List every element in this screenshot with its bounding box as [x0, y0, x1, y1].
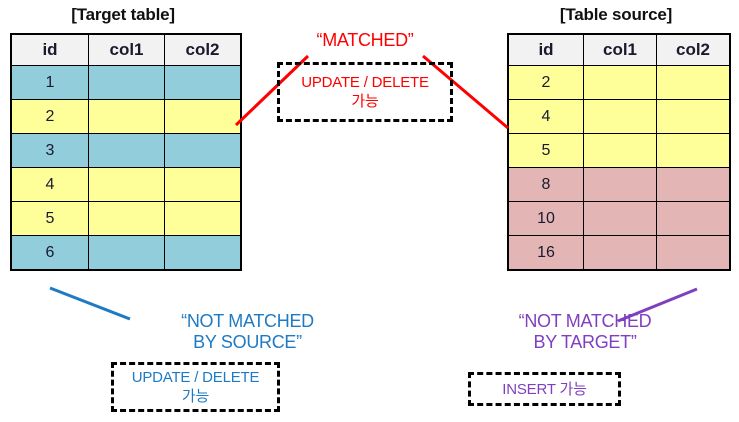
table-row: 6 — [10, 235, 242, 271]
cell-col1 — [583, 99, 657, 134]
cell-id: 10 — [507, 201, 584, 236]
table-row: 2 — [10, 99, 242, 134]
cell-id: 4 — [507, 99, 584, 134]
cell-col2 — [164, 99, 242, 134]
cell-id: 3 — [10, 133, 89, 168]
cell-id: 1 — [10, 65, 89, 100]
column-header-col2: col2 — [164, 33, 242, 66]
cell-col1 — [583, 65, 657, 100]
matched-action-box: UPDATE / DELETE 가능 — [277, 62, 453, 122]
cell-col1 — [88, 201, 165, 236]
cell-id: 2 — [10, 99, 89, 134]
table-row: 4 — [507, 99, 731, 134]
cell-id: 2 — [507, 65, 584, 100]
cell-col1 — [583, 201, 657, 236]
table-header-row: id col1 col2 — [10, 33, 242, 66]
cell-col2 — [656, 201, 731, 236]
cell-col2 — [164, 133, 242, 168]
cell-col2 — [656, 99, 731, 134]
cell-col2 — [656, 235, 731, 271]
matched-label: “MATCHED” — [316, 30, 414, 50]
table-row: 16 — [507, 235, 731, 271]
cell-col2 — [164, 235, 242, 271]
column-header-col1: col1 — [88, 33, 165, 66]
cell-id: 5 — [10, 201, 89, 236]
cell-col1 — [583, 167, 657, 202]
table-row: 4 — [10, 167, 242, 202]
cell-col1 — [88, 167, 165, 202]
cell-id: 5 — [507, 133, 584, 168]
column-header-id: id — [507, 33, 584, 66]
column-header-col2: col2 — [656, 33, 731, 66]
cell-col2 — [164, 201, 242, 236]
table-row: 5 — [507, 133, 731, 168]
cell-id: 16 — [507, 235, 584, 271]
cell-col2 — [656, 167, 731, 202]
cell-col2 — [656, 133, 731, 168]
cell-col1 — [88, 99, 165, 134]
cell-col1 — [583, 235, 657, 271]
table-row: 8 — [507, 167, 731, 202]
not-matched-by-target-label: “NOT MATCHED BY TARGET” — [518, 311, 652, 352]
source-table-title: [Table source] — [559, 5, 673, 24]
column-header-id: id — [10, 33, 89, 66]
column-header-col1: col1 — [583, 33, 657, 66]
table-row: 2 — [507, 65, 731, 100]
cell-col1 — [88, 65, 165, 100]
not-matched-by-target-action-box: INSERT 가능 — [468, 372, 621, 406]
cell-col1 — [88, 235, 165, 271]
table-row: 5 — [10, 201, 242, 236]
cell-id: 4 — [10, 167, 89, 202]
cell-col1 — [88, 133, 165, 168]
cell-id: 6 — [10, 235, 89, 271]
table-row: 1 — [10, 65, 242, 100]
table-row: 10 — [507, 201, 731, 236]
target-table-title: [Target table] — [71, 5, 175, 24]
cell-col2 — [164, 167, 242, 202]
cell-col2 — [164, 65, 242, 100]
cell-col1 — [583, 133, 657, 168]
cell-id: 8 — [507, 167, 584, 202]
cell-col2 — [656, 65, 731, 100]
not-matched-by-source-action-box: UPDATE / DELETE 가능 — [111, 362, 280, 412]
table-row: 3 — [10, 133, 242, 168]
not-matched-by-source-label: “NOT MATCHED BY SOURCE” — [181, 311, 314, 352]
table-header-row: id col1 col2 — [507, 33, 731, 66]
